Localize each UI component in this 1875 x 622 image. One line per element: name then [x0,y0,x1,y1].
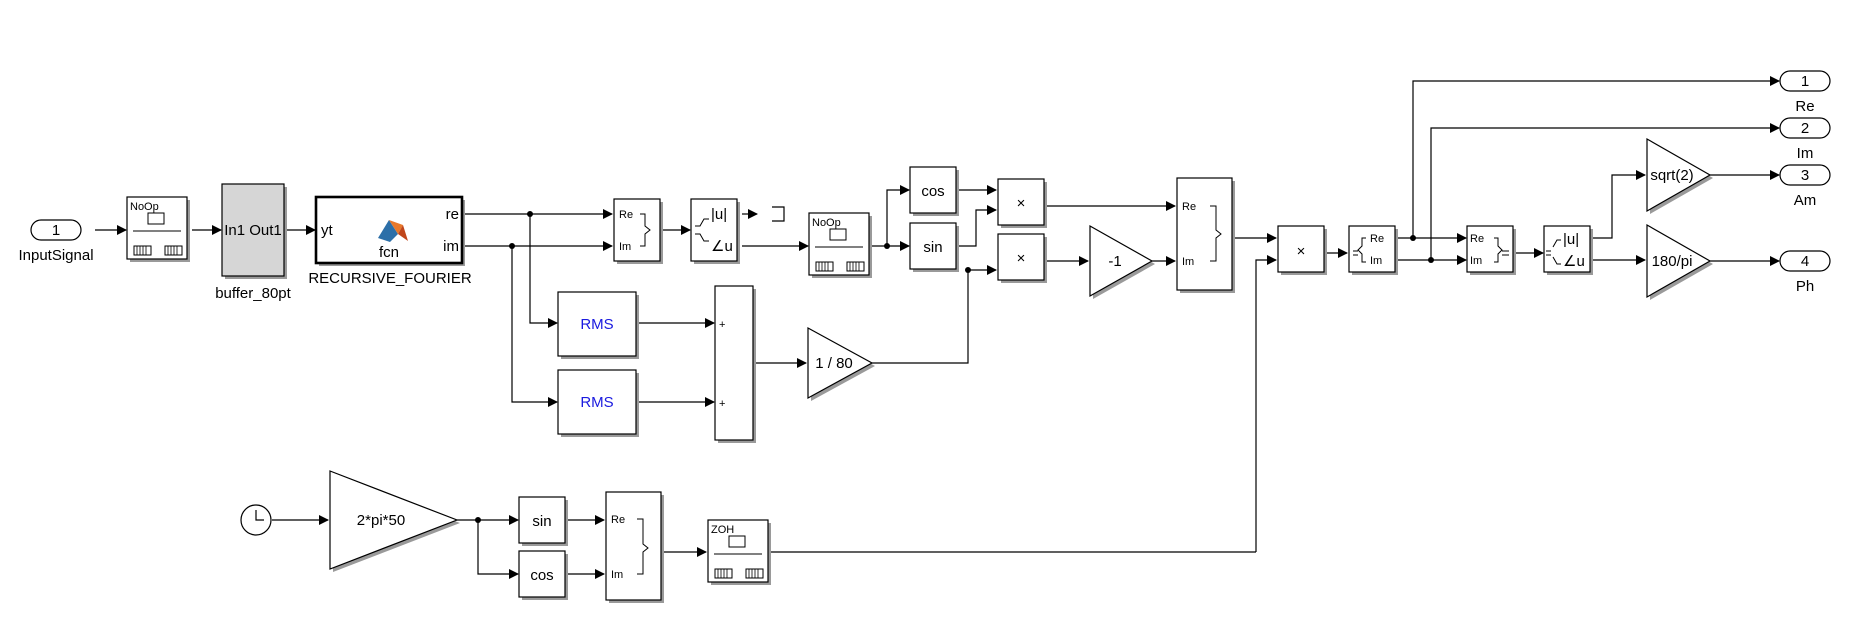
inport-name: InputSignal [18,247,93,264]
real-imag-to-complex-4[interactable]: Re Im [605,491,664,603]
outport-number: 4 [1801,253,1809,270]
buffer-name: buffer_80pt [215,285,291,302]
port-im: im [443,238,459,255]
rms-block-2[interactable]: RMS [557,369,639,437]
noop-label: NoOp [812,217,841,229]
outport-am[interactable]: 3 Am [1779,164,1831,209]
outport-number: 3 [1801,167,1809,184]
outport-number: 2 [1801,120,1809,137]
multiply-label: × [1017,195,1026,212]
sin-block-2[interactable]: sin [518,496,568,546]
outport-re[interactable]: 1 Re [1779,70,1831,115]
re-label: Re [611,514,625,526]
outport-name: Re [1795,98,1814,115]
product-block-top[interactable]: × [997,178,1047,228]
re-label: Re [619,209,633,221]
outport-name: Im [1797,145,1814,162]
rms-label: RMS [580,394,613,411]
cos-block-2[interactable]: cos [518,550,568,600]
complex-to-mag-angle-1[interactable]: |u| ∠u [690,198,740,264]
gain-sqrt-two[interactable]: sqrt(2) [1646,137,1713,214]
im-label: Im [619,241,631,253]
mag-label: |u| [711,206,727,223]
zoh-block[interactable]: ZOH [707,519,771,585]
gain-rad-to-deg[interactable]: 180/pi [1646,223,1713,300]
inport-input-signal[interactable]: 1 InputSignal [18,219,94,264]
zoh-label: ZOH [711,524,734,536]
cos-label: cos [530,567,553,584]
gain-one-over-eighty[interactable]: 1 / 80 [807,326,875,401]
outport-name: Am [1794,192,1817,209]
im-label: Im [1182,256,1194,268]
cos-label: cos [921,183,944,200]
gain-label: -1 [1108,253,1121,270]
noop-label: NoOp [130,201,159,213]
plus-sign-1: + [719,319,725,331]
buffer-subsystem[interactable]: In1 Out1 buffer_80pt [215,183,292,302]
real-imag-to-complex-2[interactable]: Re Im [1176,177,1235,293]
complex-to-real-imag[interactable]: Re Im [1348,225,1398,275]
re-label: Re [1182,201,1196,213]
re-label: Re [1370,233,1384,245]
fourier-name: RECURSIVE_FOURIER [308,270,472,287]
outport-name: Ph [1796,278,1814,295]
buffer-ports: In1 Out1 [224,222,282,239]
sin-label: sin [532,513,551,530]
junction-dots [475,211,1434,523]
outport-im[interactable]: 2 Im [1779,117,1831,162]
sin-block-1[interactable]: sin [909,222,959,272]
im-label: Im [611,569,623,581]
signal-wires [95,76,1780,579]
mag-label: |u| [1563,231,1579,248]
terminator-block[interactable] [772,206,785,222]
cos-block-1[interactable]: cos [909,166,959,216]
gain-omega[interactable]: 2*pi*50 [329,470,460,572]
noop-block-1[interactable]: NoOp [126,196,190,262]
angle-label: ∠u [1563,253,1585,270]
gain-label: 2*pi*50 [357,512,405,529]
recursive-fourier-block[interactable]: yt re im fcn RECURSIVE_FOURIER [308,195,472,287]
gain-negative-one[interactable]: -1 [1089,224,1155,299]
product-block-bottom[interactable]: × [997,233,1047,283]
gain-label: sqrt(2) [1650,167,1693,184]
matlab-logo-icon [378,220,408,242]
angle-label: ∠u [711,238,733,255]
sin-label: sin [923,239,942,256]
gain-label: 180/pi [1652,253,1693,270]
inport-number: 1 [52,222,60,239]
plus-sign-2: + [719,398,725,410]
clock-icon[interactable] [240,504,272,536]
gain-label: 1 / 80 [815,355,853,372]
noop-block-2[interactable]: NoOp [808,212,872,278]
port-re: re [446,206,459,223]
fcn-label: fcn [379,244,399,261]
rms-label: RMS [580,316,613,333]
complex-to-mag-angle-2[interactable]: |u| ∠u [1543,225,1593,275]
outport-number: 1 [1801,73,1809,90]
rms-block-1[interactable]: RMS [557,291,639,359]
sum-block[interactable]: + + [714,285,756,443]
im-label: Im [1370,255,1382,267]
re-label: Re [1470,233,1484,245]
real-imag-to-complex-3[interactable]: Re Im [1466,225,1516,275]
multiply-label: × [1017,250,1026,267]
real-imag-to-complex-1[interactable]: Re Im [613,198,663,264]
outport-ph[interactable]: 4 Ph [1779,250,1831,295]
product-block-main[interactable]: × [1277,225,1327,275]
im-label: Im [1470,255,1482,267]
multiply-label: × [1297,243,1306,260]
port-yt: yt [321,222,334,239]
